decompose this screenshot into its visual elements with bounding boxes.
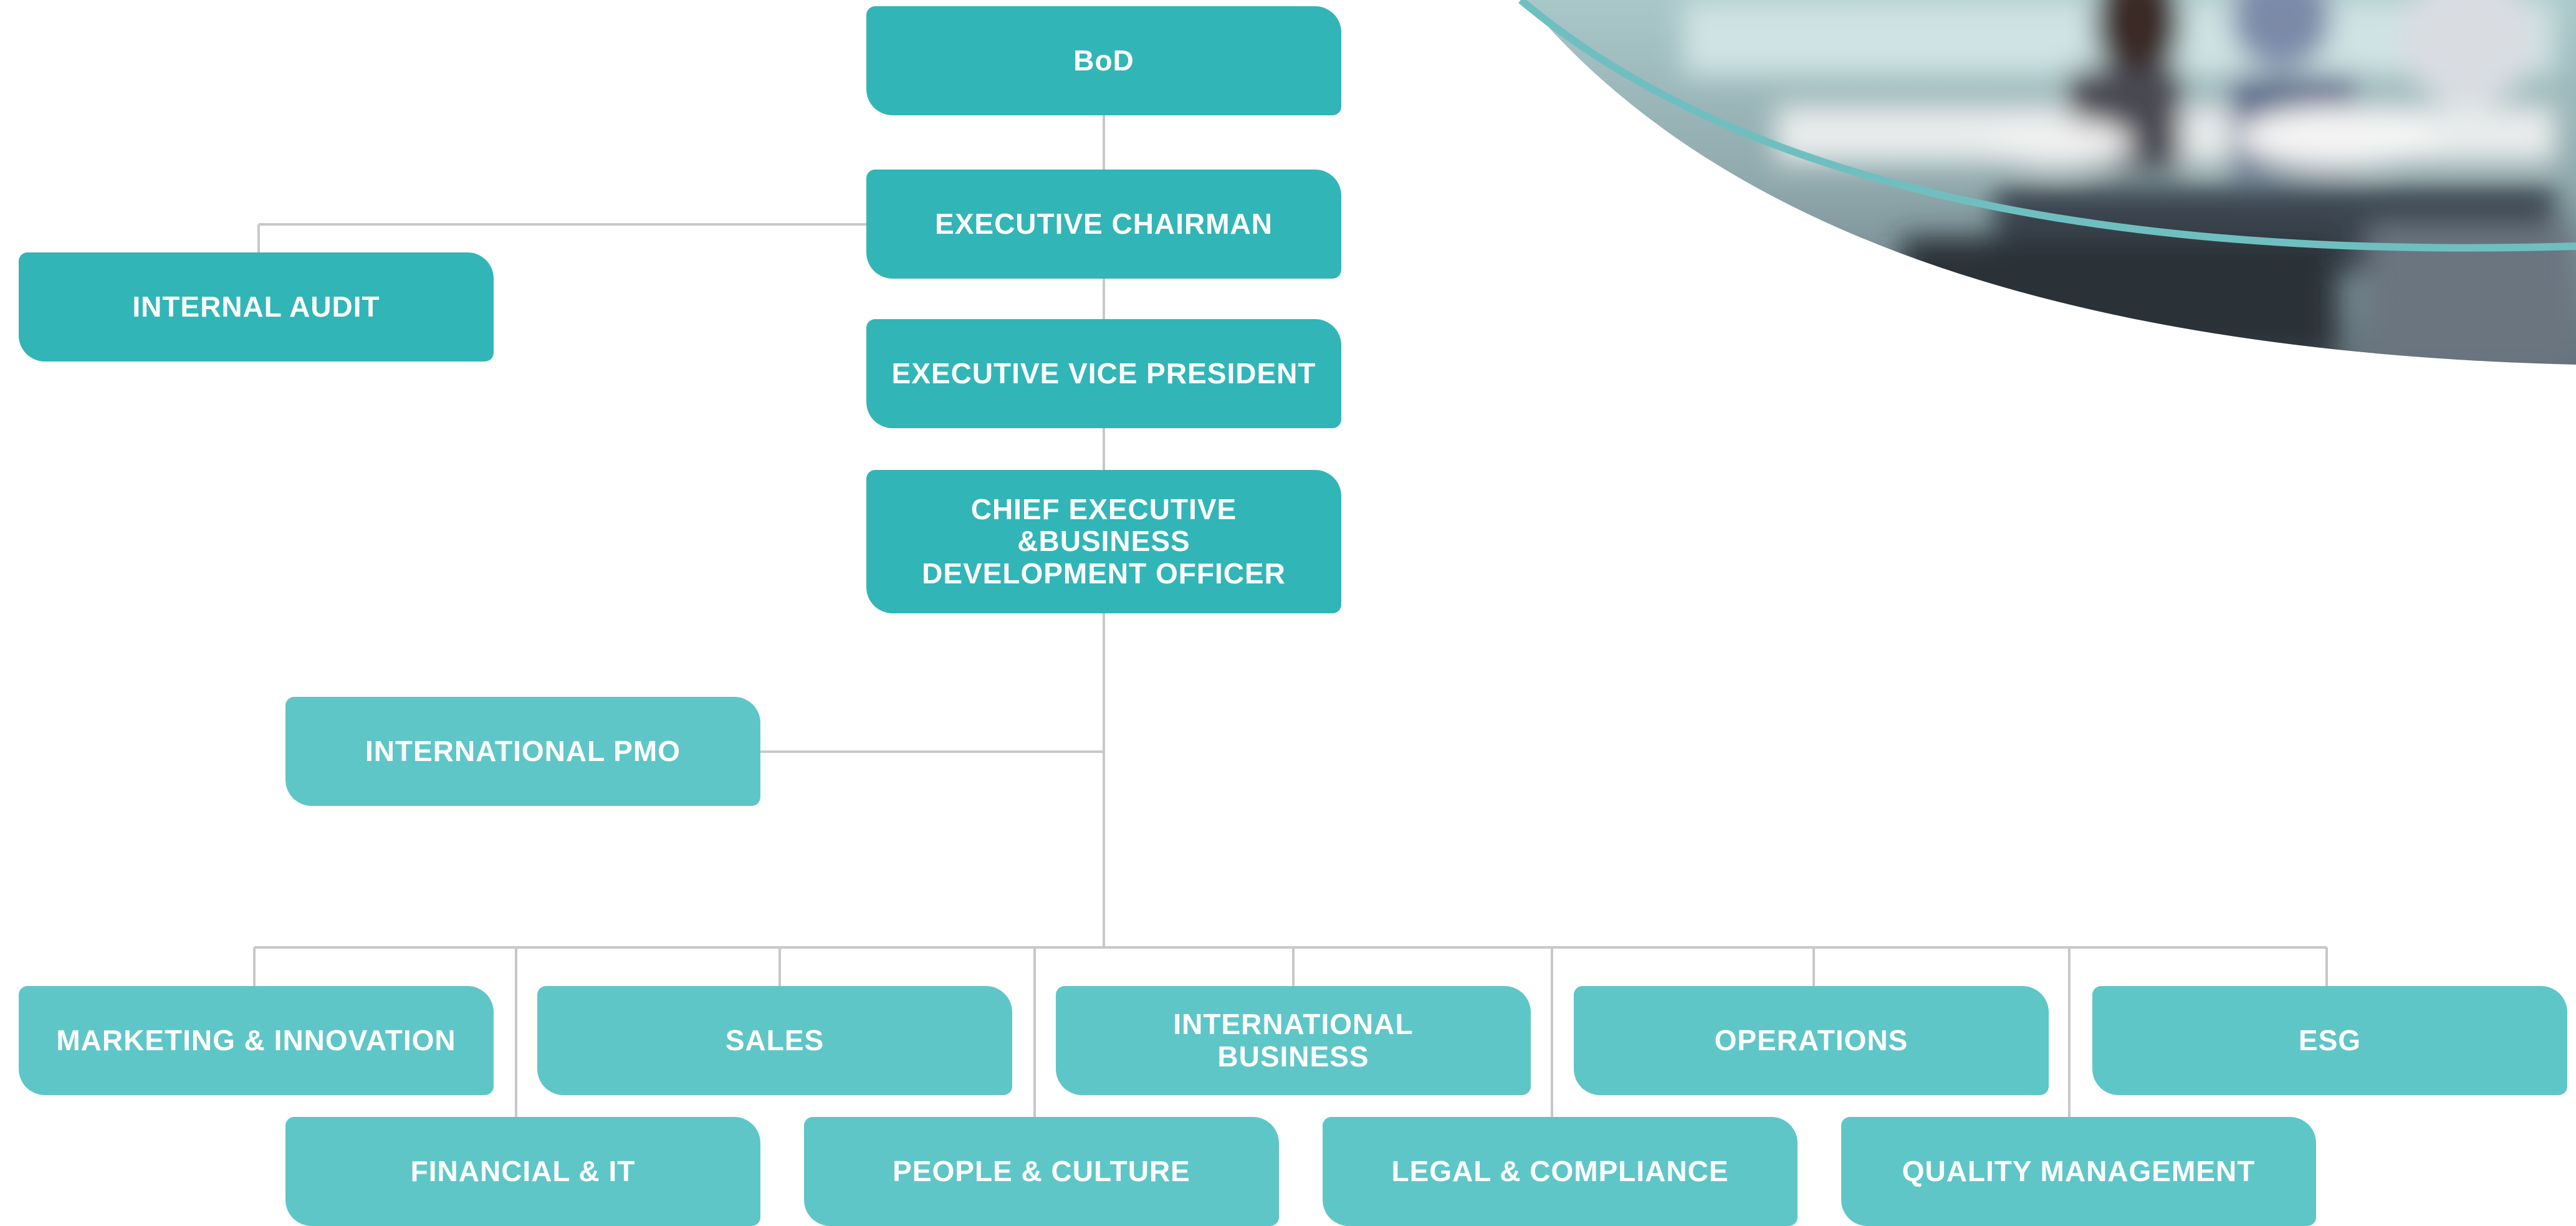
department-box: FINANCIAL & IT (285, 1117, 760, 1226)
department-box: SALES (537, 986, 1012, 1095)
department-box: LEGAL & COMPLIANCE (1323, 1117, 1798, 1226)
department-box: ESG (2092, 986, 2567, 1095)
department-box: QUALITY MANAGEMENT (1841, 1117, 2316, 1226)
accent-arc (1518, 0, 2576, 252)
chief-executive-box: CHIEF EXECUTIVE &BUSINESS DEVELOPMENT OF… (866, 470, 1341, 613)
department-box: PEOPLE & CULTURE (804, 1117, 1279, 1226)
internal-audit-box: INTERNAL AUDIT (19, 252, 494, 362)
department-box: OPERATIONS (1574, 986, 2049, 1095)
international-pmo-box: INTERNATIONAL PMO (285, 697, 760, 806)
department-box: MARKETING & INNOVATION (19, 986, 494, 1095)
department-box: INTERNATIONAL BUSINESS (1056, 986, 1531, 1095)
bod-box: BoD (866, 6, 1341, 115)
executive-vice-president-box: EXECUTIVE VICE PRESIDENT (866, 319, 1341, 428)
executive-chairman-box: EXECUTIVE CHAIRMAN (866, 170, 1341, 279)
